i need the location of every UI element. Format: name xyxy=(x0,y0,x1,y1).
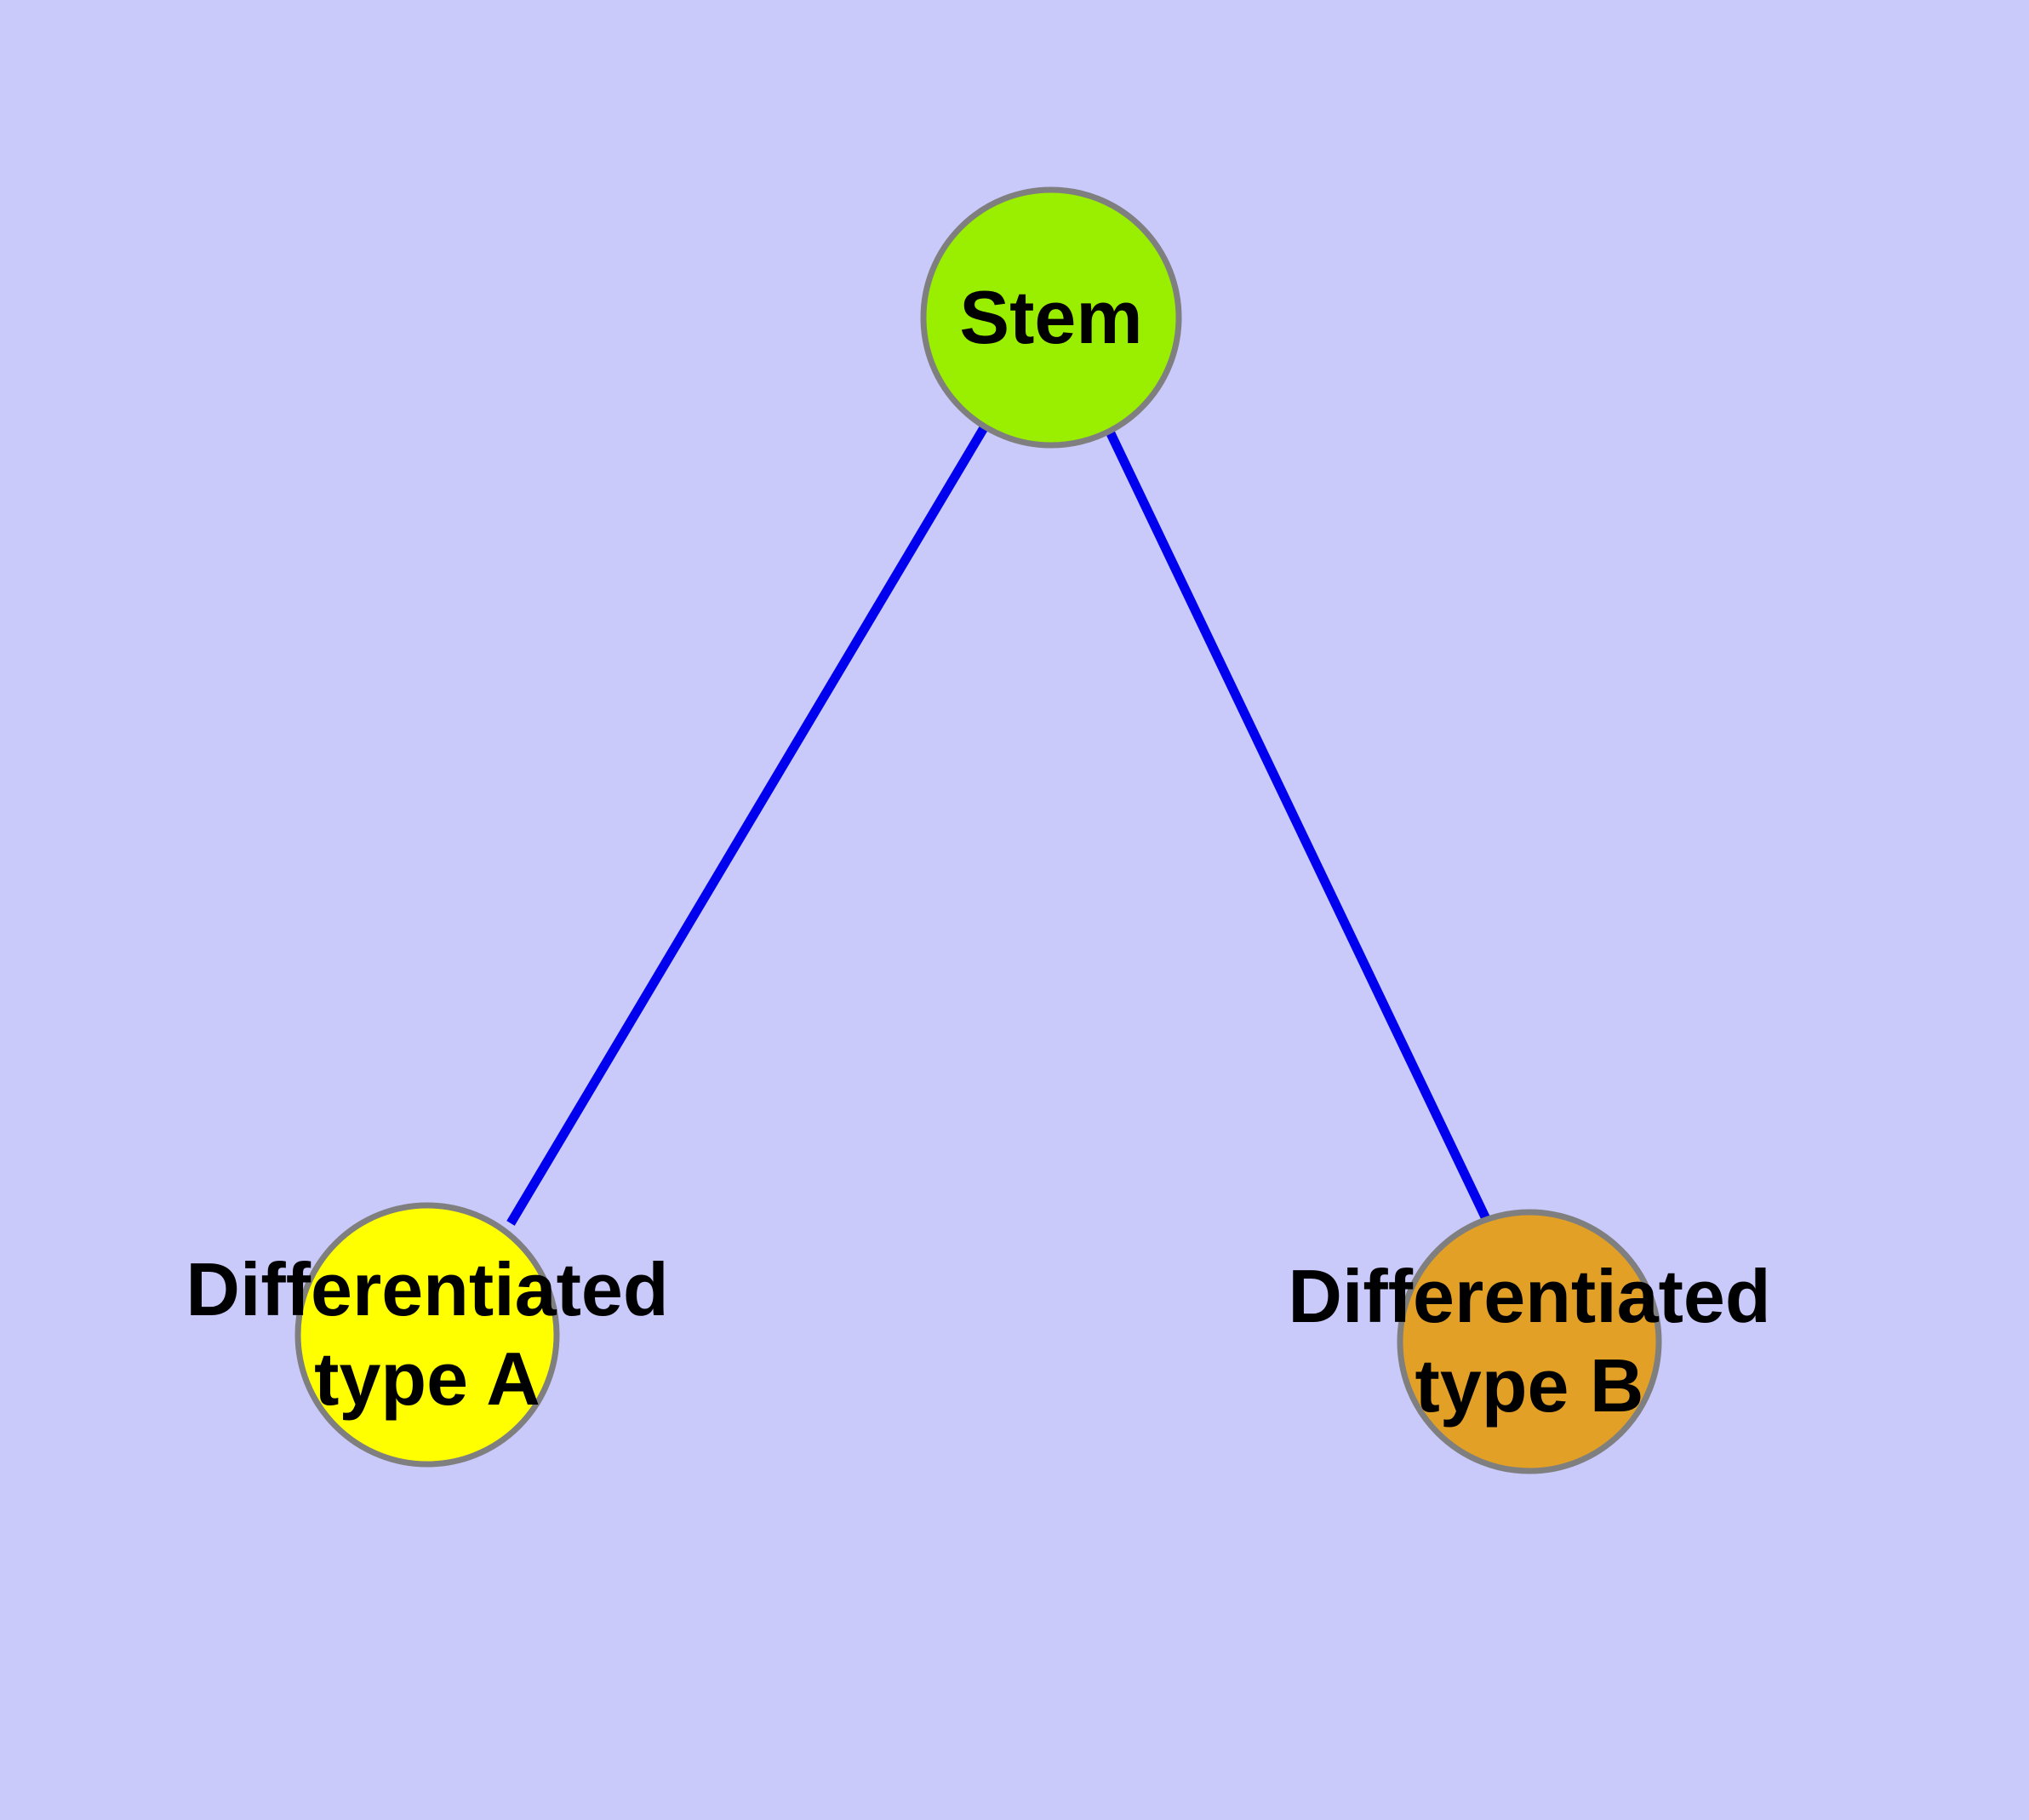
node-differentiated-type-b-circle[interactable] xyxy=(1397,1209,1662,1474)
node-differentiated-type-a-circle[interactable] xyxy=(294,1202,560,1468)
edge-stem-to-differentiated-type-a[interactable] xyxy=(506,424,989,1226)
node-differentiated-type-b-label-line-2: type B xyxy=(1415,1343,1644,1428)
node-stem-circle[interactable] xyxy=(920,186,1182,449)
node-stem-label-line-1: Stem xyxy=(959,275,1142,359)
node-stem[interactable]: Stem xyxy=(920,186,1182,449)
node-differentiated-type-b[interactable]: Differentiated type B xyxy=(1288,1209,1771,1474)
node-differentiated-type-a-label-line-2: type A xyxy=(314,1336,540,1421)
node-differentiated-type-a[interactable]: Differentiated type A xyxy=(186,1202,669,1468)
edge-stem-to-differentiated-type-b[interactable] xyxy=(1105,427,1493,1227)
edge-layer xyxy=(506,424,1493,1227)
node-layer: Stem Differentiated type A Differentiate… xyxy=(186,186,1771,1474)
node-differentiated-type-a-label-line-1: Differentiated xyxy=(186,1247,668,1331)
node-differentiated-type-b-label-line-1: Differentiated xyxy=(1288,1254,1770,1338)
